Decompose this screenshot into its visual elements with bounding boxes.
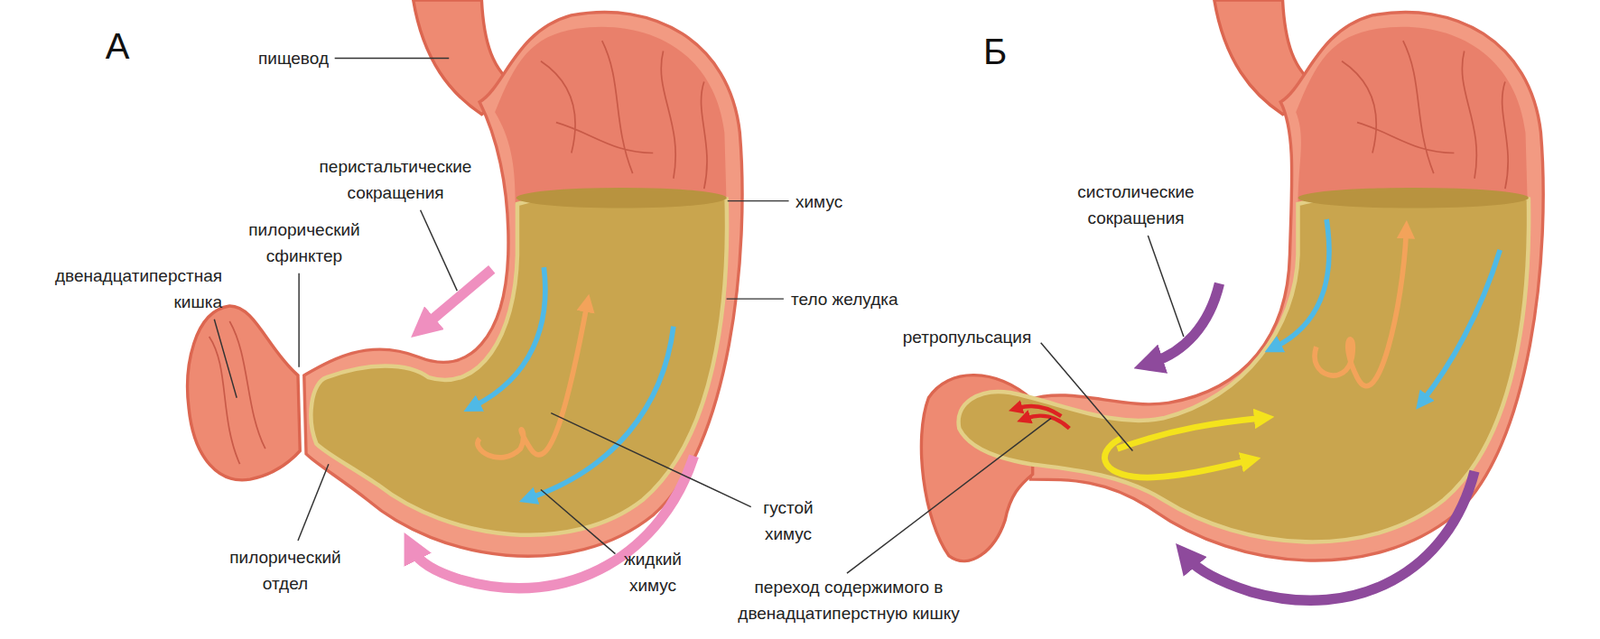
leader-line — [213, 319, 237, 399]
mucosa — [1295, 27, 1528, 205]
leader-line — [550, 413, 751, 508]
orange-arrow — [477, 306, 587, 458]
leader-line — [727, 200, 790, 202]
leader-line — [334, 57, 450, 59]
peristaltic-arrow — [413, 455, 695, 589]
part-label: двенадцатиперстная кишка — [37, 262, 223, 316]
part-label: жидкий химус — [611, 546, 695, 599]
leader-line — [420, 210, 458, 291]
retropulsion-arrow — [1116, 418, 1260, 449]
chyme — [958, 191, 1530, 542]
part-label: химус — [795, 188, 895, 215]
leader-line — [726, 297, 784, 299]
blue-arrow — [1275, 219, 1330, 347]
leader-line — [1147, 235, 1184, 337]
stomach-a — [187, 0, 743, 589]
blue-arrow — [530, 326, 674, 499]
retropulsion-arrow — [1104, 438, 1247, 478]
mucosa — [494, 27, 727, 205]
peristaltic-arrow — [426, 269, 492, 325]
chyme — [310, 191, 727, 535]
leader-line — [297, 464, 329, 541]
systolic-arrow — [1189, 471, 1475, 601]
stomach-b — [920, 0, 1544, 601]
systolic-arrow — [1153, 283, 1219, 363]
part-label: переход содержимого в двенадцатиперстную… — [720, 574, 978, 627]
part-label: пищевод — [211, 45, 329, 72]
blue-arrow — [474, 267, 545, 407]
part-label: пилорический сфинктер — [236, 216, 373, 270]
part-label: ретропульсация — [888, 324, 1047, 351]
part-label: густой химус — [746, 494, 830, 548]
orange-arrow — [1314, 232, 1406, 387]
duodenum-folds — [209, 321, 266, 465]
panel-letter: А — [90, 25, 145, 67]
chyme-surface — [1297, 187, 1528, 209]
chyme-surface — [516, 187, 727, 209]
part-label: тело желудка — [790, 286, 945, 313]
blue-arrow — [1423, 250, 1500, 400]
leader-line — [297, 273, 299, 368]
mucosa-folds — [1341, 40, 1508, 189]
part-label: перистальтические сокращения — [300, 153, 491, 206]
panel-letter: Б — [967, 30, 1023, 73]
stomach-wall — [304, 11, 743, 557]
leader-line — [1041, 343, 1134, 452]
leader-line — [540, 489, 615, 554]
leader-line — [846, 418, 1052, 574]
mucosa-folds — [540, 40, 707, 189]
part-label: пилорический отдел — [217, 544, 354, 597]
part-label: систолические сокращения — [1059, 178, 1213, 232]
leader-lines — [213, 57, 1184, 574]
emptying-arrow — [1026, 416, 1070, 429]
duodenum — [187, 306, 301, 481]
